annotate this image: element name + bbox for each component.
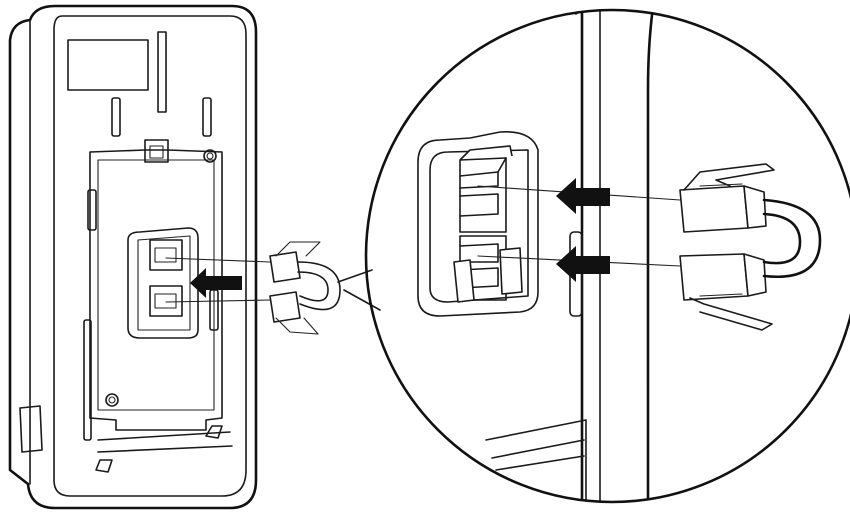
device-back-panel <box>8 4 258 510</box>
upper-port <box>459 145 513 233</box>
insert-arrow-lower <box>556 246 610 282</box>
magnifier-circle <box>364 8 850 504</box>
insert-arrow-upper <box>556 178 610 214</box>
loopback-plug-large <box>679 163 822 331</box>
guide-line-upper-left <box>165 257 271 263</box>
guide-line-lower-left <box>165 299 271 303</box>
magnified-detail <box>417 10 822 502</box>
loopback-plug-small <box>269 241 341 335</box>
insert-arrow-left <box>190 268 242 298</box>
lower-port <box>453 235 523 303</box>
callout-pointer-bottom <box>343 289 381 311</box>
